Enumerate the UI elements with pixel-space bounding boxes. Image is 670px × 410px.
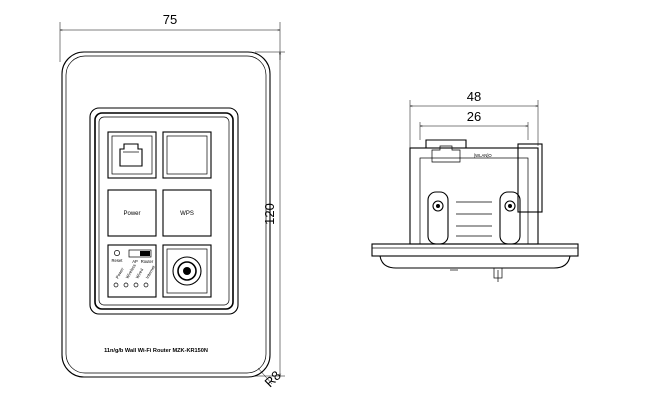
power-button[interactable] [107, 189, 157, 237]
width-dimension-label: 75 [163, 12, 177, 27]
mounting-post-right [499, 191, 521, 245]
module-bezel-inner [94, 112, 234, 310]
side-view: 48 26 [WLAN]O [371, 89, 579, 282]
lan-port-cell-inner [111, 135, 153, 175]
led-label-wired: Wired [135, 267, 145, 280]
connector-cell [162, 244, 212, 298]
control-cell [107, 244, 157, 298]
module-face [98, 116, 230, 306]
led-wired [133, 282, 139, 288]
led-label-power: Power [115, 266, 126, 279]
coax-connector-pin [183, 267, 191, 275]
connector-cell-inner [166, 248, 208, 294]
side-faceplate-curve [379, 255, 571, 269]
corner-radius-label: R8 [262, 368, 284, 390]
mounting-post-left [427, 191, 449, 245]
mounting-screw-right-center [508, 204, 512, 208]
front-view: 75 120 R8 Power WPS Reset [59, 12, 285, 390]
side-port-housing [425, 139, 467, 148]
radius-leader [257, 367, 273, 385]
blank-cell [162, 131, 212, 179]
reset-label: Reset [112, 258, 124, 263]
faceplate-outline [61, 51, 271, 378]
lan-port-cell [107, 131, 157, 179]
led-label-internet: Internet [145, 264, 157, 280]
power-button-label: Power [123, 211, 140, 217]
side-lan-port-icon [431, 145, 461, 163]
model-label: 11n/g/b Wall Wi-Fi Router MZK-KR150N [104, 348, 208, 354]
faceplate-inner-edge [65, 55, 267, 374]
reset-button[interactable] [114, 250, 120, 256]
side-base-plate-top [371, 243, 579, 249]
coax-connector-ring [177, 261, 197, 281]
mode-switch[interactable] [128, 249, 152, 258]
mode-switch-knob[interactable] [140, 251, 150, 256]
outer-width-label: 48 [467, 89, 481, 104]
lan-port-icon [119, 143, 143, 167]
mounting-screw-left [432, 200, 444, 212]
mounting-screw-left-center [436, 204, 440, 208]
coax-connector-outer [172, 256, 202, 286]
blank-cell-inner [166, 135, 208, 175]
wps-button[interactable] [162, 189, 212, 237]
side-right-flange [517, 143, 543, 213]
switch-label-router: Router [141, 259, 154, 264]
switch-label-ap: AP [132, 259, 138, 264]
led-power [113, 282, 119, 288]
side-port-label: [WLAN]O [474, 153, 492, 158]
wps-button-label: WPS [180, 211, 194, 217]
inner-width-label: 26 [467, 109, 481, 124]
side-base-plate [371, 243, 579, 257]
module-bezel-outer [89, 107, 239, 315]
mounting-screw-right [504, 200, 516, 212]
led-wireless [123, 282, 129, 288]
led-internet [143, 282, 149, 288]
